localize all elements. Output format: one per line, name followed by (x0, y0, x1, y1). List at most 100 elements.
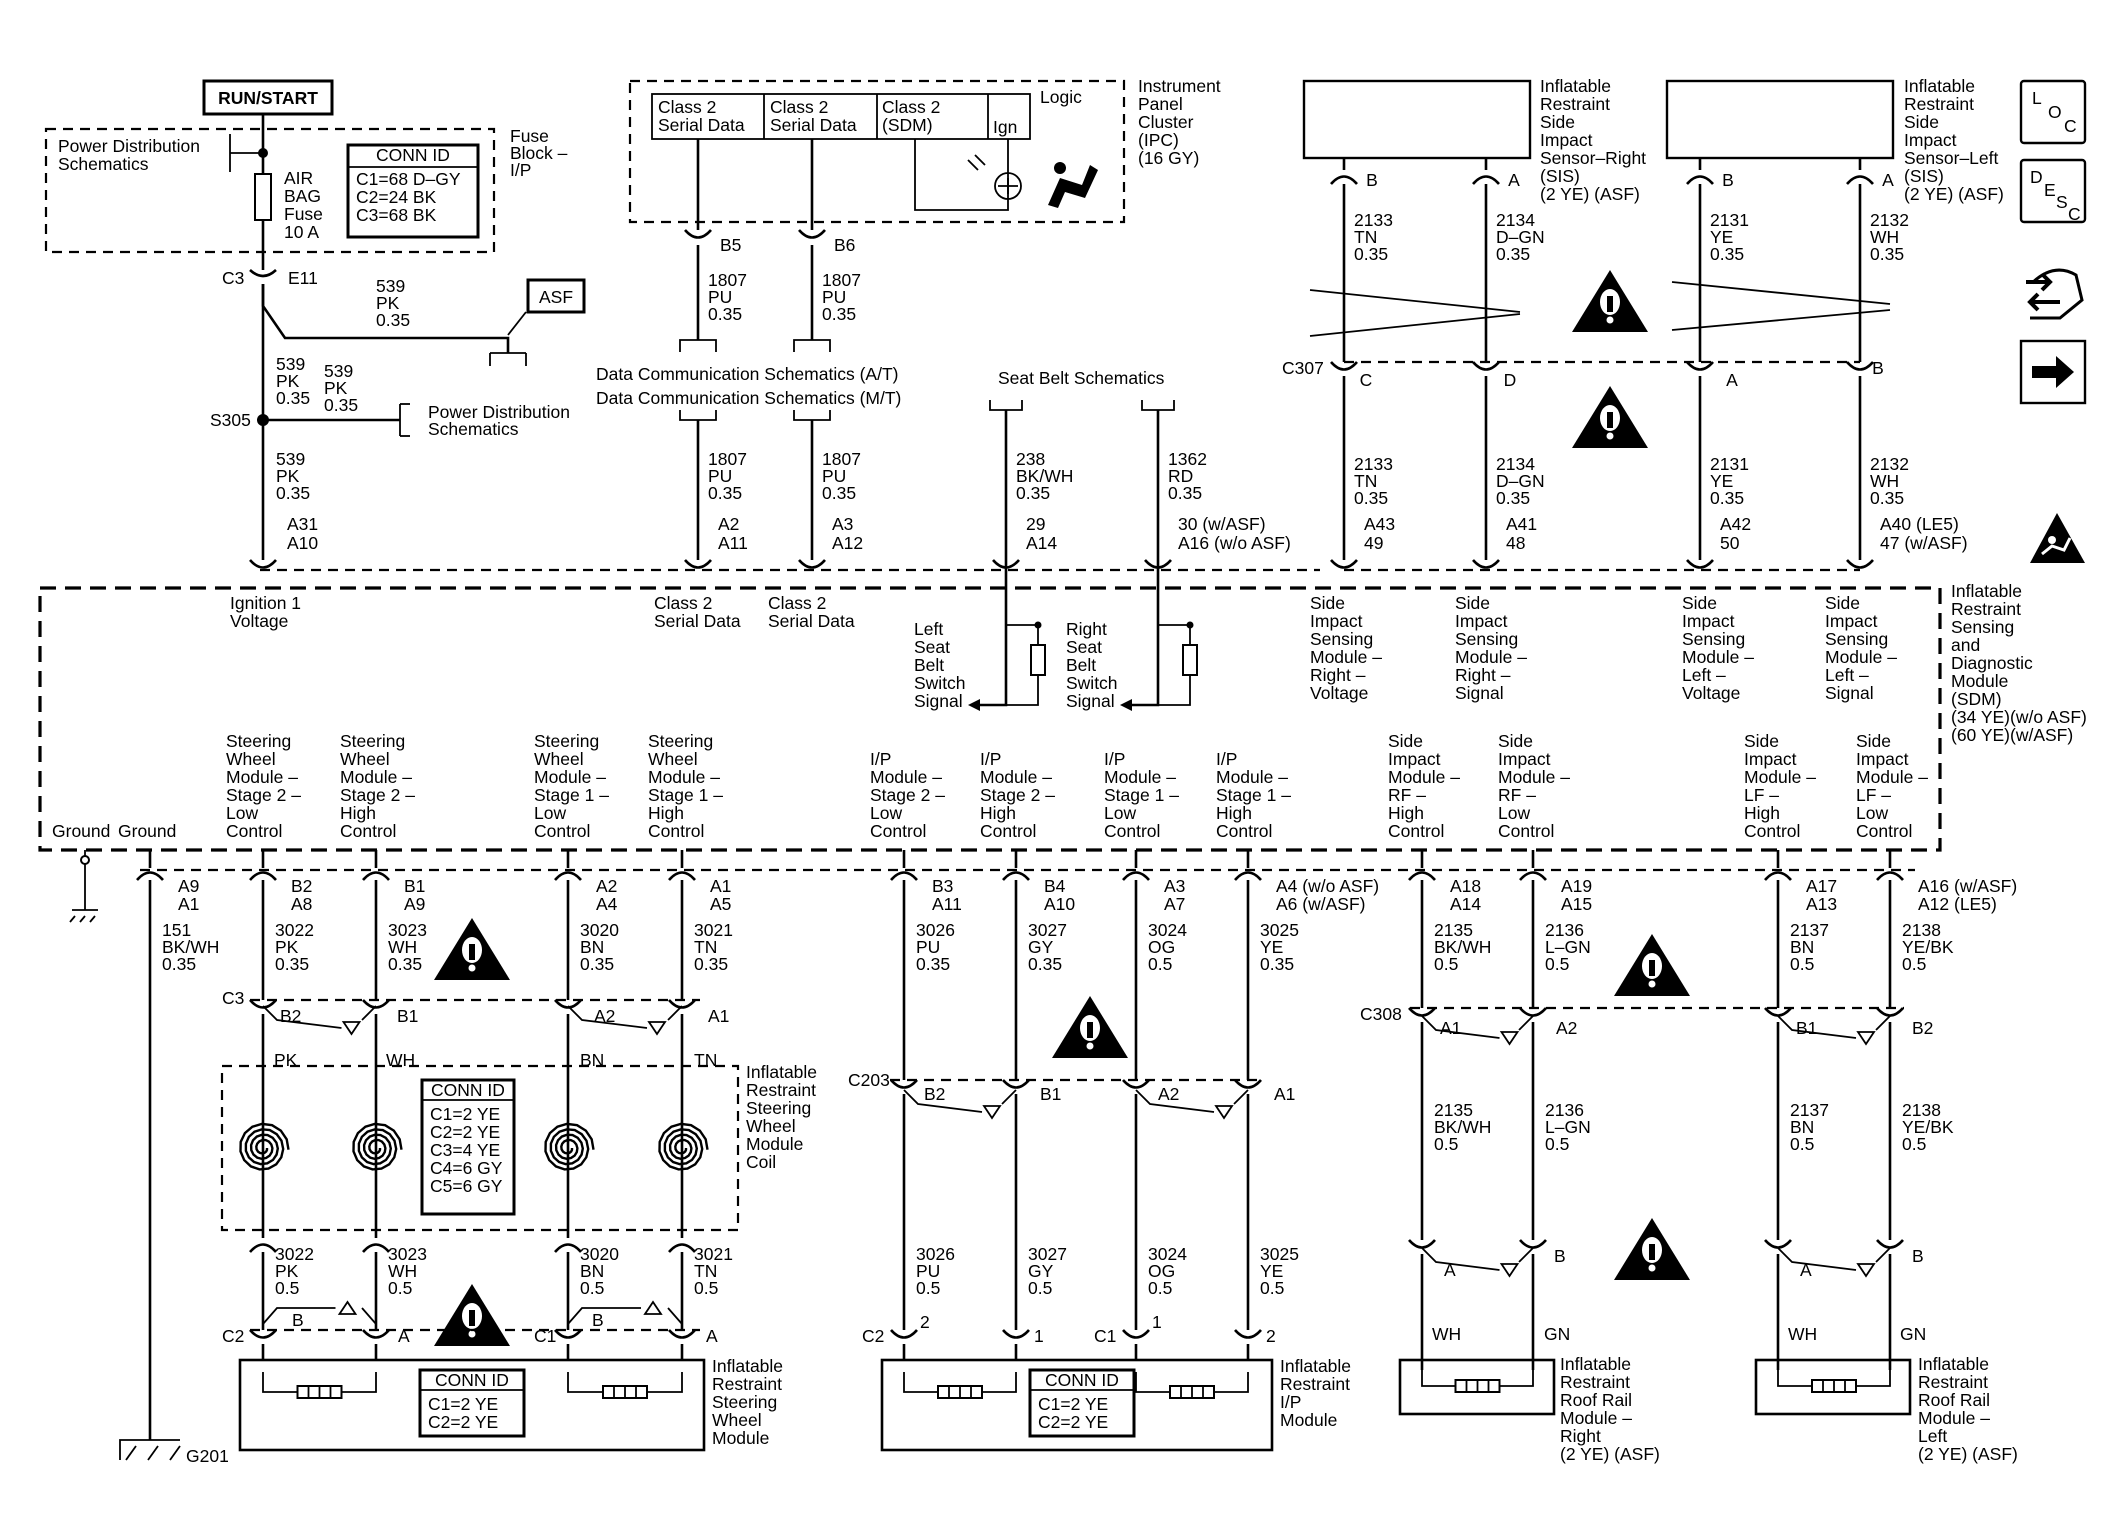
wire-bottom-label: 0.5 (275, 1278, 299, 1298)
coil-label: Module (746, 1134, 803, 1154)
right-seat-belt-label: Switch (1066, 673, 1118, 693)
sdm-bottom-label: Stage 1 – (1104, 785, 1179, 805)
sis-right-label: Sensor–Right (1540, 148, 1646, 168)
sdm-bottom-pin-label: A7 (1164, 894, 1185, 914)
wire-1362-label: 0.35 (1168, 483, 1202, 503)
wire-1807-label: 0.35 (822, 483, 856, 503)
wire-bottom-label: GY (1028, 937, 1054, 957)
pds-label: Power Distribution (58, 136, 200, 156)
sw-module-label: Restraint (712, 1374, 782, 1394)
wire-bottom-label: PK (275, 1261, 299, 1281)
sdm-top-label: Signal (1455, 683, 1504, 703)
left-seat-belt-label: Left (914, 619, 943, 639)
sdm-top-label: Class 2 (654, 593, 712, 613)
wire-1807-label: 0.35 (708, 483, 742, 503)
sdm-bottom-label: Impact (1856, 749, 1909, 769)
left-seat-belt-label: Belt (914, 655, 944, 675)
airbag-fuse-label: BAG (284, 186, 321, 206)
pin-c-label: C (1360, 370, 1373, 390)
fuse-block-label: I/P (510, 160, 531, 180)
left-seat-belt-switch-icon (968, 560, 1046, 711)
sdm-top-pin-label: A12 (832, 533, 863, 553)
sw-module-label: Inflatable (712, 1356, 783, 1376)
sdm-top-label: Serial Data (654, 611, 741, 631)
sis-left-label: (2 YE) (ASF) (1904, 184, 2004, 204)
sdm-top-label: Signal (1825, 683, 1874, 703)
sdm-bottom-pin-label: A19 (1561, 876, 1592, 896)
wire-bottom-label: BN (580, 1261, 604, 1281)
sdm-top-label: Left – (1682, 665, 1726, 685)
fuse-block-label: Block – (510, 143, 568, 163)
sdm-bottom-label: Control (340, 821, 396, 841)
wire-1807-label: PU (822, 287, 846, 307)
shorting-bar-icon (1421, 1247, 1534, 1278)
shorting-bar-icon (1777, 1247, 1891, 1278)
roof-rail-right-label: Restraint (1560, 1372, 1630, 1392)
sis-pin-label: B (1722, 170, 1734, 190)
right-seat-belt-switch-icon (1120, 560, 1198, 711)
airbag-warning-icon (2030, 513, 2085, 563)
right-seat-belt-label: Seat (1066, 637, 1102, 657)
ipc-cell-label: Serial Data (770, 115, 857, 135)
wire-bottom-label: OG (1148, 1261, 1175, 1281)
wire-308-label: BN (1790, 1117, 1814, 1137)
pin-b-label: B (1554, 1246, 1566, 1266)
wire-bottom-label: 0.5 (1790, 954, 1814, 974)
sdm-bottom-label: High (648, 803, 684, 823)
wire-1807-label: PU (822, 466, 846, 486)
sdm-bottom-label: Module – (340, 767, 412, 787)
sdm-bottom-label: Module – (226, 767, 298, 787)
next-page-button[interactable] (2019, 339, 2087, 405)
sdm-bottom-label: Wheel (534, 749, 584, 769)
sdm-bottom-label: Control (534, 821, 590, 841)
wire-bottom-label: 0.35 (1028, 954, 1062, 974)
wire-bottom-label: 0.5 (694, 1278, 718, 1298)
connector-tool-icon[interactable] (2026, 268, 2084, 320)
wire-bottom-label: 2137 (1790, 920, 1829, 940)
pin-b-label: B (1912, 1246, 1924, 1266)
sdm-bottom-label: Module – (1856, 767, 1928, 787)
warning-triangle-icon (1572, 270, 1648, 332)
ipc-label: (16 GY) (1138, 148, 1199, 168)
wire-bottom-label: 3021 (694, 1244, 733, 1264)
wire-sis-label: 2131 (1710, 210, 1749, 230)
roof-rail-left-label: Left (1918, 1426, 1947, 1446)
sdm-bottom-label: RF – (1388, 785, 1426, 805)
roof-rail-left-label: Inflatable (1918, 1354, 1989, 1374)
pin-b-label: B (592, 1310, 604, 1330)
sdm-bottom-pin-label: A3 (1164, 876, 1185, 896)
pin-b-label: B (292, 1310, 304, 1330)
sdm-top-label: Sensing (1825, 629, 1888, 649)
wire-wh-label: WH (1788, 1324, 1817, 1344)
warning-triangle-icon (1052, 996, 1128, 1058)
wire-sis-label: 2132 (1870, 454, 1909, 474)
dcs-label: Data Communication Schematics (M/T) (596, 388, 901, 408)
ip-module-label: Inflatable (1280, 1356, 1351, 1376)
wire-539-label: 539 (276, 354, 305, 374)
sis-right-label: Inflatable (1540, 76, 1611, 96)
sdm-bottom-label: Stage 2 – (340, 785, 415, 805)
coil-label: Inflatable (746, 1062, 817, 1082)
shorting-bar-icon (903, 1089, 1017, 1120)
sis-left-label: Impact (1904, 130, 1957, 150)
sdm-bottom-pin-label: A18 (1450, 876, 1481, 896)
sdm-bottom-pin-label: A2 (596, 876, 617, 896)
location-button[interactable] (2019, 79, 2087, 145)
sdm-top-label: Impact (1310, 611, 1363, 631)
run-start-box (202, 79, 334, 116)
wire-1362-label: 1362 (1168, 449, 1207, 469)
pin-b5-label: B5 (720, 235, 741, 255)
conn-id-coil-line: C3=4 YE (430, 1140, 500, 1160)
sdm-top-pin-label: 47 (w/ASF) (1880, 533, 1968, 553)
warning-triangle-icon (434, 1284, 510, 1346)
sdm-bottom-pin-label: A15 (1561, 894, 1592, 914)
wire-bottom-label: 0.35 (694, 954, 728, 974)
wire-bottom-label: 0.5 (1434, 954, 1458, 974)
sdm-bottom-label: Side (1744, 731, 1779, 751)
airbag-fuse-label: Fuse (284, 204, 323, 224)
sdm-top-label: Voltage (230, 611, 288, 631)
description-button[interactable] (2019, 158, 2087, 224)
wire-sis-label: 0.35 (1710, 488, 1744, 508)
sdm-label: and (1951, 635, 1980, 655)
sdm-top-label: Sensing (1455, 629, 1518, 649)
